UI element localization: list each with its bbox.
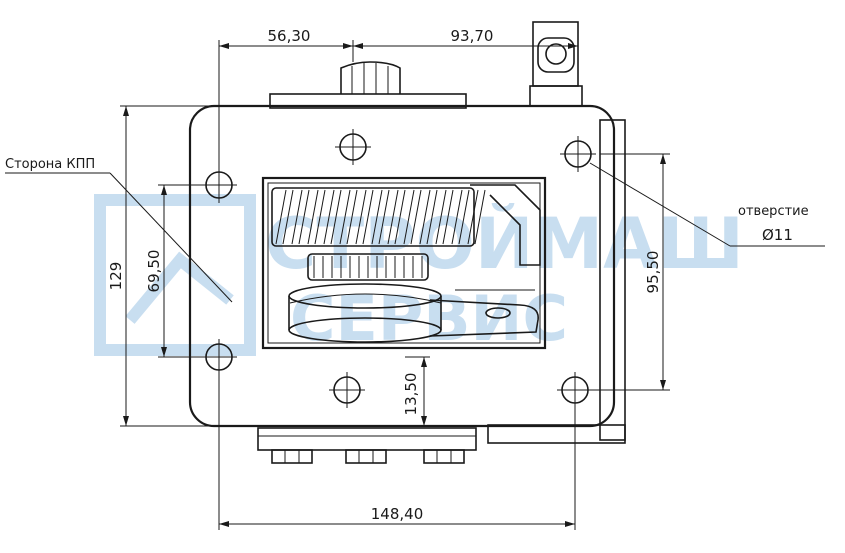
gear-tooth-edge (410, 189, 422, 245)
gear-tooth (323, 189, 335, 245)
dim-top-right: 93,70 (451, 27, 494, 45)
gear-tooth-edge (362, 189, 374, 245)
dim-small-vertical: 13,50 (402, 356, 430, 426)
gear-tooth (371, 189, 383, 245)
gear-tooth (467, 189, 479, 245)
dim-bottom: 148,40 (218, 375, 576, 530)
mounting-holes (201, 129, 596, 408)
dim-top-left: 56,30 (268, 27, 311, 45)
helical-gear (271, 187, 486, 247)
label-gearbox-side-text: Сторона КПП (5, 157, 95, 172)
watermark-logo (94, 194, 256, 356)
gear-tooth-edge (330, 189, 342, 245)
gear-tooth (275, 189, 287, 245)
gear-tooth-edge (314, 189, 326, 245)
dim-left-total: 129 (107, 105, 220, 427)
gear-tooth (435, 189, 447, 245)
gear-tooth (291, 189, 303, 245)
watermark-line1: СТРОЙМАШ (265, 203, 744, 285)
housing-body (188, 104, 616, 428)
gear-tooth (419, 189, 431, 245)
dim-small-vertical-text: 13,50 (402, 373, 420, 416)
hole-left-upper (201, 167, 237, 203)
gear-tooth-edge (298, 189, 310, 245)
dim-left-holes-text: 69,50 (145, 250, 163, 293)
label-hole-diameter: Ø11 (762, 226, 793, 244)
dim-right-text: 95,50 (644, 251, 662, 294)
hole-left-lower (201, 339, 237, 375)
gear-tooth-edge (346, 189, 358, 245)
hole-bottom-center (329, 372, 365, 408)
gear-tooth (403, 189, 415, 245)
drum-assembly (288, 283, 539, 343)
dim-right: 95,50 (593, 153, 670, 391)
dim-left-holes: 69,50 (145, 184, 205, 358)
gear-tooth-edge (474, 189, 486, 245)
drive-shaft (269, 61, 467, 109)
gear-tooth-edge (442, 189, 454, 245)
gear-tooth-edge (378, 189, 390, 245)
label-hole: отверстие Ø11 (589, 162, 825, 247)
dim-top: 56,30 93,70 (218, 22, 579, 167)
gear-tooth-edge (426, 189, 438, 245)
base-plate (257, 427, 477, 464)
gear-tooth (451, 189, 463, 245)
gear-tooth-edge (458, 189, 470, 245)
hole-top-center (335, 129, 371, 165)
mounting-bracket (529, 21, 583, 107)
gear-tooth-edge (282, 189, 294, 245)
label-hole-title: отверстие (738, 204, 809, 219)
hole-top-right (560, 136, 596, 172)
gear-tooth (355, 189, 367, 245)
label-gearbox-side: Сторона КПП (5, 157, 233, 303)
spline-gear (307, 253, 429, 281)
gear-tooth (339, 189, 351, 245)
dim-bottom-text: 148,40 (371, 505, 424, 523)
inner-window (261, 176, 547, 350)
gear-tooth (307, 189, 319, 245)
hole-bottom-right (557, 372, 593, 408)
gear-tooth (387, 189, 399, 245)
dim-left-total-text: 129 (107, 262, 125, 291)
gear-tooth-edge (394, 189, 406, 245)
